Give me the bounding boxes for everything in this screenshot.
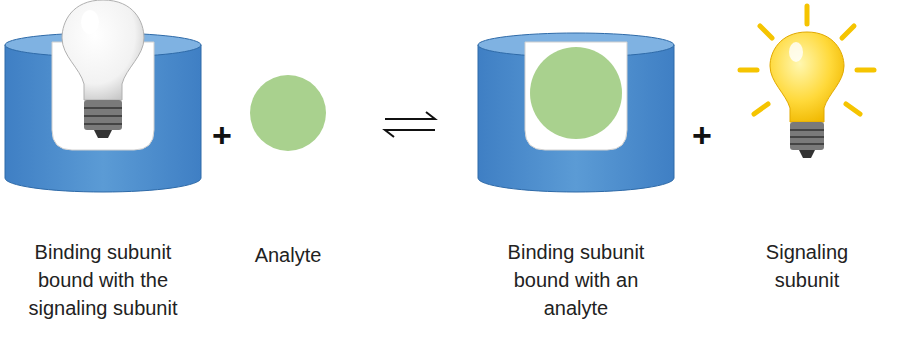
- light-bulb-on: [740, 6, 874, 158]
- binding-cup: [478, 33, 674, 192]
- light-bulb-off: [62, 0, 144, 138]
- caption: Binding subunit bound with the signaling…: [11, 238, 196, 322]
- analyte-circle: [250, 75, 326, 151]
- caption: Binding subunit bound with an analyte: [484, 238, 669, 322]
- plus-sign: +: [682, 118, 722, 152]
- plus-sign: +: [202, 118, 242, 152]
- caption: Signaling subunit: [747, 238, 867, 294]
- equilibrium-arrows: [385, 112, 435, 137]
- caption: Analyte: [223, 241, 353, 269]
